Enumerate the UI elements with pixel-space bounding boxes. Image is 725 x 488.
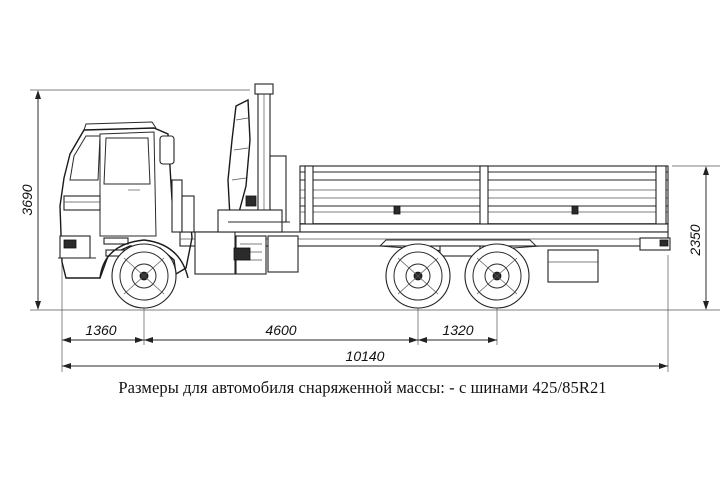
- truck-outline: [58, 83, 671, 309]
- total-length-label: 10140: [346, 348, 385, 364]
- diagram-caption: Размеры для автомобиля снаряженной массы…: [118, 378, 607, 397]
- total-height-label: 3690: [19, 184, 35, 215]
- crane-manipulator: [217, 83, 290, 233]
- front-overhang-label: 1360: [85, 322, 116, 338]
- rear-wheel-2: [464, 243, 530, 309]
- chassis-frame: [179, 231, 671, 283]
- front-wheel: [111, 243, 177, 309]
- wheelbase-label: 4600: [265, 322, 296, 338]
- platform-height-label: 2350: [687, 224, 703, 256]
- cargo-platform: [299, 165, 669, 233]
- rear-wheel-1: [385, 243, 451, 309]
- rear-axle-spacing-label: 1320: [442, 322, 473, 338]
- truck-cab: [58, 121, 195, 279]
